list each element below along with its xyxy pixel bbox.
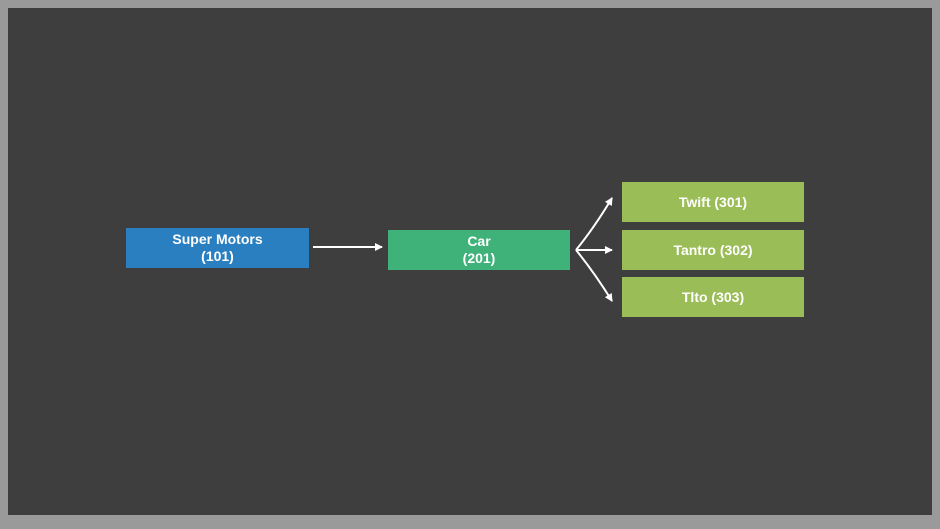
node-twift-label: Twift (301): [678, 193, 748, 210]
node-tantro-label: Tantro (302): [673, 241, 753, 258]
node-super-motors: Super Motors (101): [126, 228, 309, 268]
node-twift: Twift (301): [622, 182, 804, 222]
node-car-name: Car: [467, 233, 491, 249]
diagram-canvas: Super Motors (101) Car (201) Twift (301)…: [8, 8, 932, 515]
node-super-motors-name: Super Motors: [172, 231, 263, 247]
node-tlto: Tlto (303): [622, 277, 804, 317]
node-super-motors-code: (101): [201, 248, 234, 264]
arrow-category-to-twift: [575, 197, 613, 251]
node-car-code: (201): [462, 250, 496, 266]
node-car: Car (201): [388, 230, 570, 270]
node-tantro: Tantro (302): [622, 230, 804, 270]
node-tlto-label: Tlto (303): [681, 288, 745, 305]
arrow-category-to-tlto: [575, 249, 613, 302]
connector-arrows: [313, 197, 613, 302]
